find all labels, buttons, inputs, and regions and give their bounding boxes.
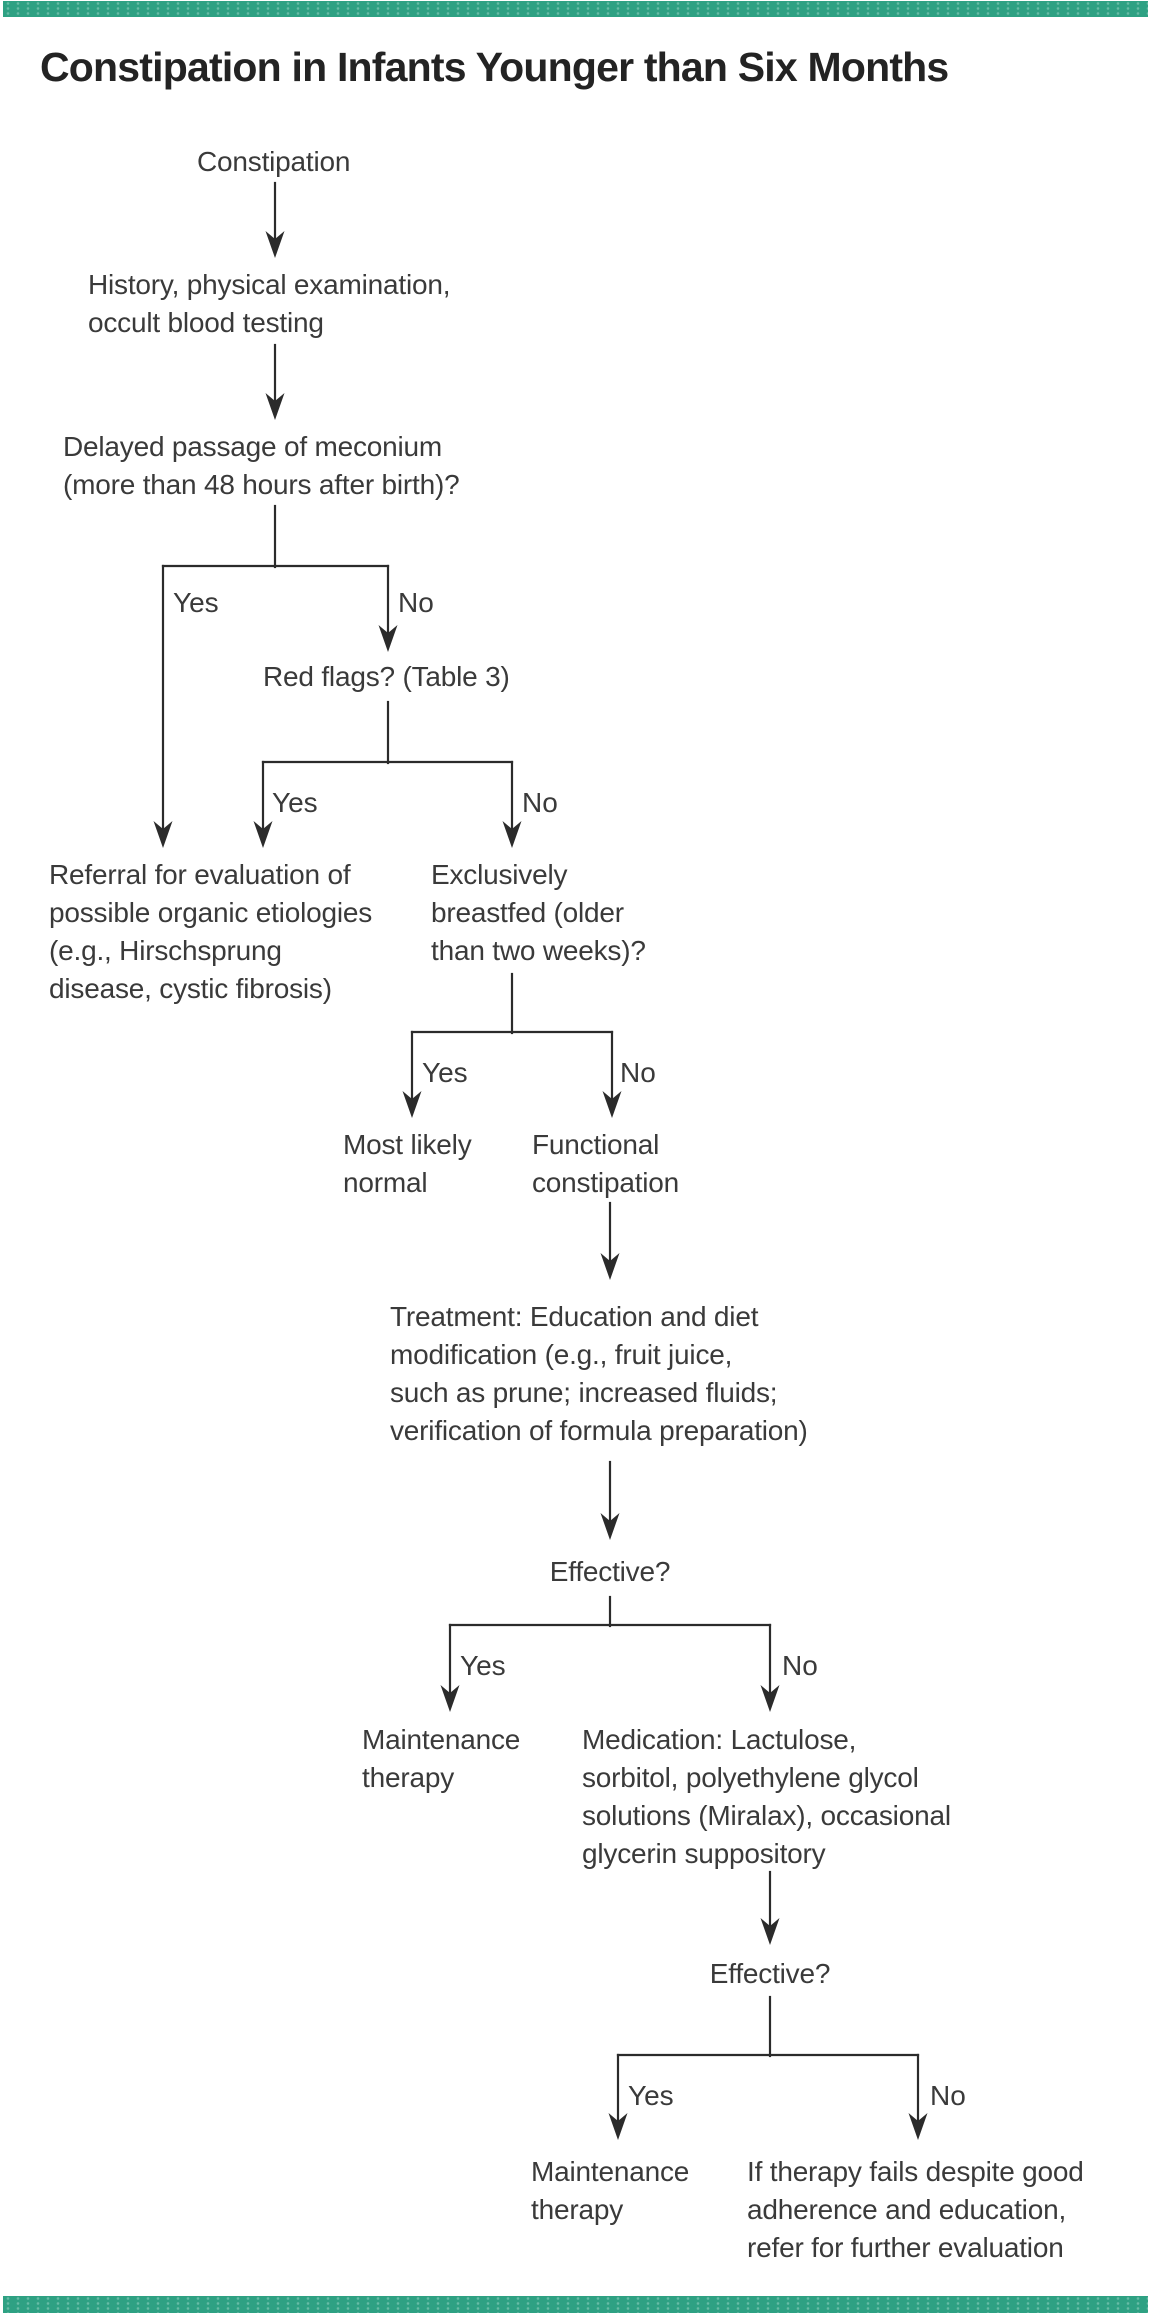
node-start: Constipation <box>197 146 351 177</box>
node-maintenance-therapy-2: Maintenance therapy <box>531 2156 690 2225</box>
node-meconium-question: Delayed passage of meconium (more than 4… <box>63 431 460 500</box>
branch-yes-4: Yes <box>460 1650 506 1681</box>
node-effective-1: Effective? <box>549 1556 671 1587</box>
branch-no-2: No <box>522 787 558 818</box>
node-red-flags-question: Red flags? (Table 3) <box>263 661 510 692</box>
node-history-exam: History, physical examination, occult bl… <box>88 269 451 338</box>
branch-no-4: No <box>782 1650 818 1681</box>
bottom-accent-bar <box>3 2296 1148 2313</box>
connector-lines <box>153 181 928 2140</box>
figure-title: Constipation in Infants Younger than Six… <box>40 44 949 90</box>
node-referral-final: If therapy fails despite good adherence … <box>747 2156 1084 2263</box>
branch-no-1: No <box>398 587 434 618</box>
top-accent-bar <box>3 1 1148 17</box>
branch-yes-1: Yes <box>173 587 219 618</box>
branch-no-5: No <box>930 2080 966 2111</box>
node-most-likely-normal: Most likely normal <box>343 1129 472 1198</box>
node-referral-organic: Referral for evaluation of possible orga… <box>49 859 373 1004</box>
node-treatment: Treatment: Education and diet modificati… <box>390 1301 808 1446</box>
branch-yes-2: Yes <box>272 787 318 818</box>
node-breastfed-question: Exclusively breastfed (older than two we… <box>431 859 646 966</box>
node-maintenance-therapy-1: Maintenance therapy <box>362 1724 521 1793</box>
node-medication: Medication: Lactulose, sorbitol, polyeth… <box>582 1724 951 1869</box>
branch-yes-3: Yes <box>422 1057 468 1088</box>
branch-yes-5: Yes <box>628 2080 674 2111</box>
node-functional-constipation: Functional constipation <box>532 1129 680 1198</box>
branch-no-3: No <box>620 1057 656 1088</box>
node-effective-2: Effective? <box>709 1958 831 1989</box>
